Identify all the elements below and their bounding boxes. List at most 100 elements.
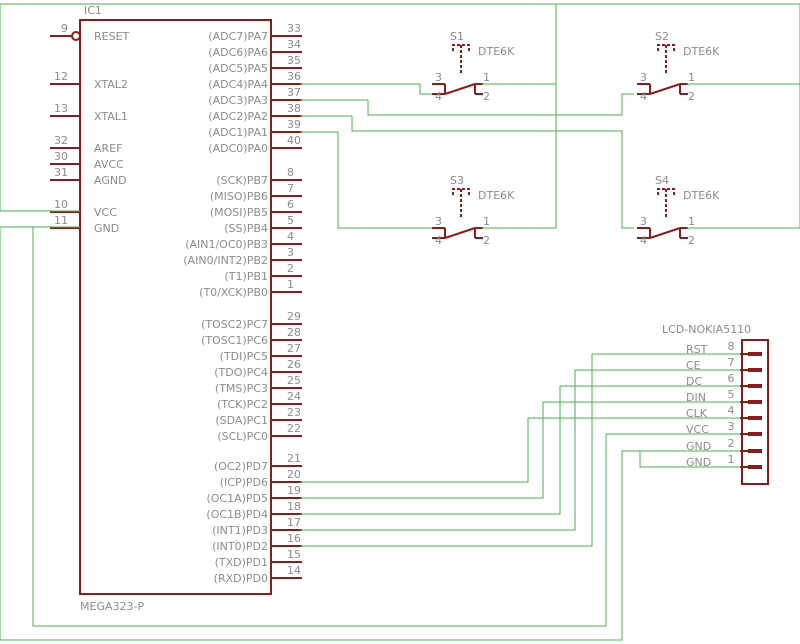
pin-number: 7	[287, 182, 294, 195]
ic-pin-right[interactable]: 5(SS)PB4	[224, 214, 302, 235]
ic-pin-right[interactable]: 4(AIN1/OC0)PB3	[185, 230, 302, 251]
ic-pin-right[interactable]: 38(ADC2)PA2	[208, 102, 302, 123]
pin-name: (ADC1)PA1	[208, 126, 268, 139]
ic-pin-right[interactable]: 20(ICP)PD6	[220, 468, 302, 489]
lcd-body	[741, 339, 769, 485]
pin-name: XTAL1	[94, 110, 128, 123]
pin-number: 23	[287, 406, 301, 419]
switch-pin-number: 2	[483, 90, 490, 103]
ic-pin-right[interactable]: 17(INT1)PD3	[212, 516, 302, 537]
lcd-pin-number: 5	[728, 388, 735, 401]
switch-plunger	[452, 188, 470, 219]
ic-pin-right[interactable]: 7(MISO)PB6	[210, 182, 302, 203]
switch-pin-number: 1	[688, 71, 695, 84]
pin-name: AGND	[94, 174, 127, 187]
pin-name: (OC1B)PD4	[206, 508, 268, 521]
switch-pin-number: 3	[640, 71, 647, 84]
ic-pin-right[interactable]: 39(ADC1)PA1	[208, 118, 302, 139]
pin-number: 35	[287, 54, 301, 67]
ic-pin-right[interactable]: 37 (ADC3)PA3	[208, 86, 302, 107]
pin-number: 2	[287, 262, 294, 275]
ic-pin-right[interactable]: 21(OC2)PD7	[214, 452, 302, 473]
ic-pin-right[interactable]: 3(AIN0/INT2)PB2	[183, 246, 302, 267]
ic-pin-right[interactable]: 27(TDI)PC5	[220, 342, 302, 363]
pin-number: 6	[287, 198, 294, 211]
ic-pin-right[interactable]: 35(ADC5)PA5	[208, 54, 302, 75]
pin-name: (TMS)PC3	[215, 382, 268, 395]
pin-name: (SCL)PC0	[217, 430, 268, 443]
wire-top-frame	[0, 3, 800, 229]
lcd-pin-number: 2	[728, 437, 735, 450]
ic-pin-right[interactable]: 6(MOSI)PB5	[210, 198, 302, 219]
lcd-pin-pad	[748, 416, 762, 420]
ic-pin-right[interactable]: 15(TXD)PD1	[215, 548, 302, 569]
ic-pin-right[interactable]: 34(ADC6)PA6	[208, 38, 302, 59]
pin-number: 37	[287, 86, 301, 99]
ic-pin-right[interactable]: 24(TCK)PC2	[217, 390, 302, 411]
pin-name: (T0/XCK)PB0	[199, 286, 268, 299]
wire-pd5-clk	[300, 401, 740, 499]
ic-pin-right[interactable]: 40(ADC0)PA0	[208, 134, 302, 155]
wire-pa2-s4	[300, 115, 634, 229]
ic-pin-right[interactable]: 33(ADC7)PA7	[208, 22, 302, 43]
pin-number: 1	[287, 278, 294, 291]
inverted-pin-bubble	[71, 31, 81, 41]
switch-plunger	[657, 44, 675, 75]
pin-name: (AIN0/INT2)PB2	[183, 254, 268, 267]
pin-number: 22	[287, 422, 301, 435]
lcd-pin-name: GND	[686, 456, 711, 469]
lcd-name: LCD-NOKIA5110	[662, 323, 751, 336]
ic-pin-right[interactable]: 16(INT0)PD2	[212, 532, 302, 553]
ic-pin-right[interactable]: 25 (TMS)PC3	[215, 374, 302, 395]
pin-number: 18	[287, 500, 301, 513]
pin-number: 19	[287, 484, 301, 497]
ic-pin-right[interactable]: 1 (T0/XCK)PB0	[199, 278, 302, 299]
pin-name: (ADC3)PA3	[208, 94, 268, 107]
ic-pin-right[interactable]: 22 (SCL)PC0	[217, 422, 302, 443]
ic-pin-right[interactable]: 36(ADC4)PA4	[208, 70, 302, 91]
switch-pin-number: 4	[435, 234, 442, 247]
switch-lever	[444, 227, 476, 239]
ic-pin-right[interactable]: 28(TOSC1)PC6	[201, 326, 302, 347]
pin-name: (TDO)PC4	[214, 366, 268, 379]
pin-number: 25	[287, 374, 301, 387]
ic-pin-right[interactable]: 23(SDA)PC1	[215, 406, 302, 427]
ic-pin-right[interactable]: 2(T1)PB1	[225, 262, 302, 283]
ic-pin-right[interactable]: 26 (TDO)PC4	[214, 358, 302, 379]
ic-pin-right[interactable]: 14(RXD)PD0	[214, 564, 302, 585]
switch-value: DTE6K	[683, 45, 720, 58]
ic-pin-right[interactable]: 29(TOSC2)PC7	[201, 310, 302, 331]
ic-mega323[interactable]: IC1 MEGA323-P 9RESET12XTAL213XTAL132AREF…	[50, 4, 302, 613]
ic-pin-right[interactable]: 18 (OC1B)PD4	[206, 500, 302, 521]
switch-pin-number: 2	[688, 234, 695, 247]
pin-number: 26	[287, 358, 301, 371]
ic-reference: IC1	[84, 4, 102, 17]
lcd-pin-name: VCC	[686, 423, 709, 436]
ic-pin-right[interactable]: 19(OC1A)PD5	[206, 484, 302, 505]
switch-pin-number: 3	[640, 215, 647, 228]
ic-pin-right[interactable]: 8(SCK)PB7	[216, 166, 302, 187]
